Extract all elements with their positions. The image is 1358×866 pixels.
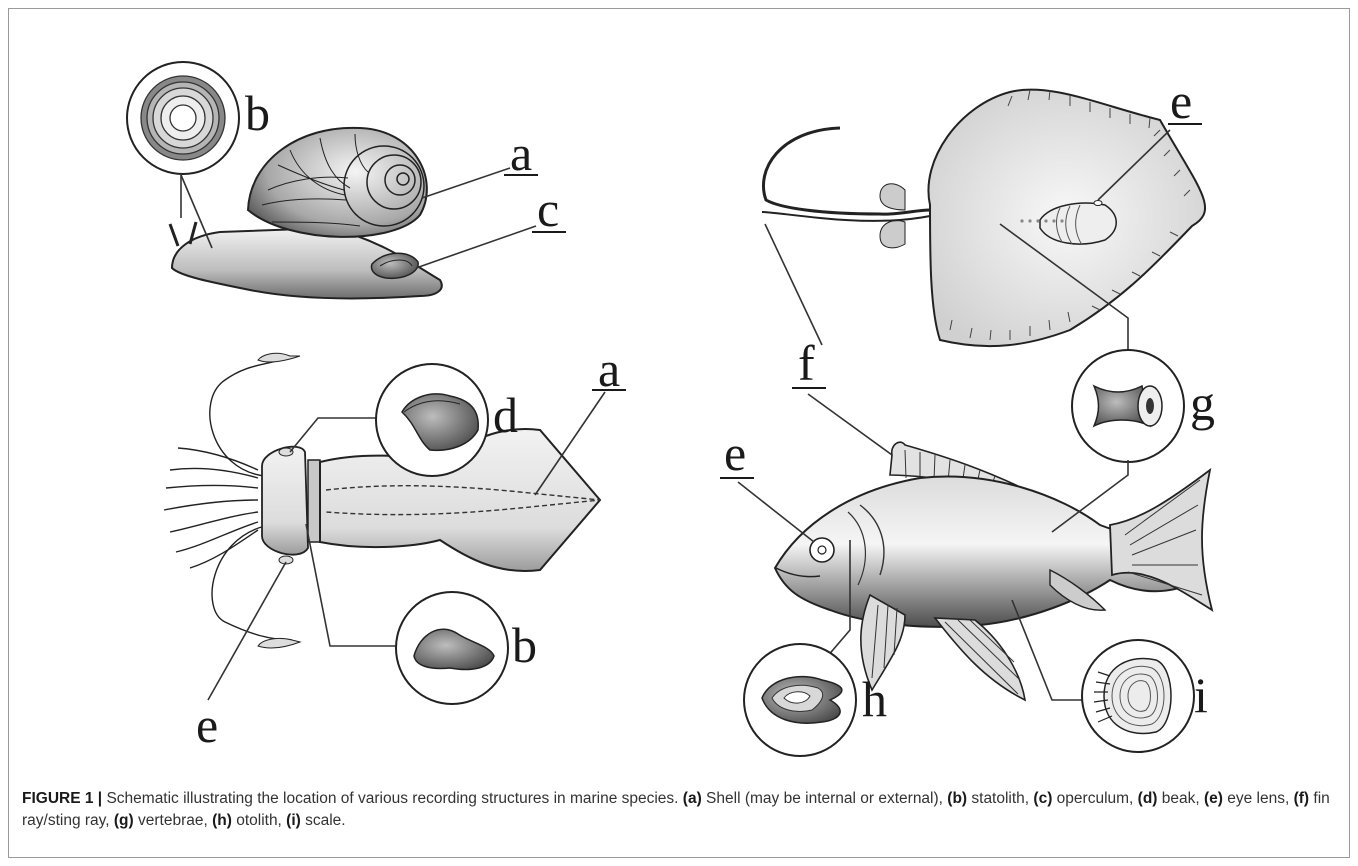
caption-key-g: (g) <box>114 812 134 829</box>
caption-key-b: (b) <box>947 790 967 807</box>
label-fish-eye-lens: e <box>724 425 746 481</box>
caption-text-a: Shell (may be internal or external), <box>702 790 948 807</box>
label-fish-otolith: h <box>862 671 887 727</box>
caption-text-c: operculum, <box>1052 790 1137 807</box>
caption-text-g: vertebrae, <box>134 812 212 829</box>
label-ray-vertebrae: g <box>1190 375 1215 431</box>
caption-key-e: (e) <box>1204 790 1223 807</box>
caption-figure-label: FIGURE 1 | <box>22 790 102 807</box>
label-snail-shell: a <box>510 125 532 181</box>
caption-key-f: (f) <box>1294 790 1310 807</box>
caption-text-h: otolith, <box>232 812 286 829</box>
label-squid-eye-lens: e <box>196 697 218 753</box>
caption-key-c: (c) <box>1033 790 1052 807</box>
label-sting-ray: f <box>798 335 815 391</box>
figure-caption: FIGURE 1 | Schematic illustrating the lo… <box>22 788 1332 832</box>
label-squid-beak: d <box>493 387 518 443</box>
ray-illustration <box>762 90 1205 347</box>
caption-text-i: scale. <box>301 812 346 829</box>
caption-key-h: (h) <box>212 812 232 829</box>
label-snail-operculum: c <box>537 181 559 237</box>
figure-illustration: b a c d b a e <box>0 0 1358 790</box>
label-squid-shell: a <box>598 341 620 397</box>
caption-text-b: statolith, <box>967 790 1033 807</box>
label-ray-eye-lens: e <box>1170 73 1192 129</box>
caption-key-d: (d) <box>1138 790 1158 807</box>
caption-text-d: beak, <box>1157 790 1204 807</box>
caption-intro: Schematic illustrating the location of v… <box>102 790 683 807</box>
caption-text-e: eye lens, <box>1223 790 1294 807</box>
label-snail-statolith: b <box>245 85 270 141</box>
label-fish-scale: i <box>1194 667 1208 723</box>
caption-key-a: (a) <box>683 790 702 807</box>
label-squid-statolith: b <box>512 617 537 673</box>
caption-key-i: (i) <box>286 812 301 829</box>
